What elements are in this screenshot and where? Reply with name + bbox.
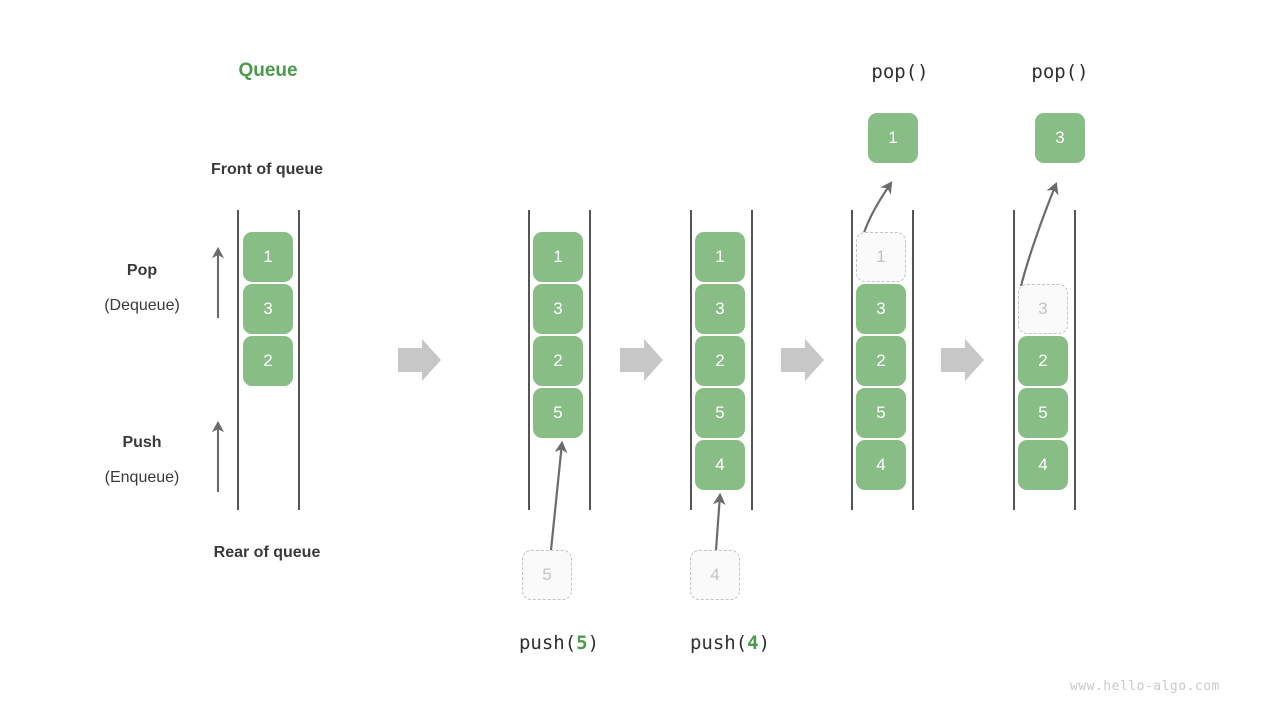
incoming-element-ghost: 5 — [522, 550, 572, 600]
queue-element: 1 — [243, 232, 293, 282]
push-label: Push — [122, 434, 162, 451]
push-5-caption-pre: push( — [518, 632, 577, 654]
popped-element: 1 — [868, 113, 918, 163]
queue-rail-left — [1013, 210, 1015, 510]
queue-rail-right — [1074, 210, 1076, 510]
queue-element-ghost: 3 — [1018, 284, 1068, 334]
queue-rail-right — [589, 210, 591, 510]
queue-element: 4 — [856, 440, 906, 490]
front-of-queue-label: Front of queue — [211, 161, 323, 178]
queue-element-ghost: 1 — [856, 232, 906, 282]
pop-alt-label: (Dequeue) — [104, 297, 180, 314]
queue-element: 5 — [1018, 388, 1068, 438]
queue-rail-left — [528, 210, 530, 510]
rear-of-queue-label: Rear of queue — [213, 544, 321, 561]
push-alt-label: (Enqueue) — [104, 469, 180, 486]
queue-rail-left — [851, 210, 853, 510]
queue-element: 2 — [856, 336, 906, 386]
queue-element: 2 — [1018, 336, 1068, 386]
queue-element: 5 — [695, 388, 745, 438]
queue-rail-right — [912, 210, 914, 510]
step-arrow-3 — [781, 339, 824, 381]
queue-element: 5 — [856, 388, 906, 438]
push-5-caption-value: 5 — [576, 632, 588, 654]
queue-element: 2 — [695, 336, 745, 386]
queue-element: 5 — [533, 388, 583, 438]
push-4-caption: push(4) — [650, 632, 810, 654]
push-5-arrow — [549, 440, 568, 551]
pop-1-caption: pop() — [871, 61, 929, 83]
queue-rail-left — [237, 210, 239, 510]
push-4-caption-value: 4 — [747, 632, 759, 654]
pop-3-arrow — [1019, 181, 1059, 287]
step-arrow-1 — [398, 339, 441, 381]
page-title: Queue — [238, 60, 298, 81]
queue-element: 1 — [695, 232, 745, 282]
queue-element: 3 — [856, 284, 906, 334]
push-5-caption: push(5) — [479, 632, 639, 654]
queue-element: 4 — [695, 440, 745, 490]
queue-element: 3 — [533, 284, 583, 334]
queue-element: 4 — [1018, 440, 1068, 490]
queue-rail-right — [751, 210, 753, 510]
step-arrow-2 — [620, 339, 663, 381]
push-4-caption-post: ) — [758, 632, 771, 654]
queue-rail-left — [690, 210, 692, 510]
queue-element: 3 — [243, 284, 293, 334]
watermark: www.hello-algo.com — [1070, 679, 1220, 694]
push-5-caption-post: ) — [587, 632, 600, 654]
push-4-caption-pre: push( — [689, 632, 748, 654]
popped-element: 3 — [1035, 113, 1085, 163]
queue-element: 1 — [533, 232, 583, 282]
pop-2-caption: pop() — [1031, 61, 1089, 83]
step-arrow-4 — [941, 339, 984, 381]
queue-rail-right — [298, 210, 300, 510]
queue-element: 3 — [695, 284, 745, 334]
queue-element: 2 — [243, 336, 293, 386]
pop-label: Pop — [126, 262, 158, 279]
push-4-arrow — [712, 492, 726, 551]
incoming-element-ghost: 4 — [690, 550, 740, 600]
queue-element: 2 — [533, 336, 583, 386]
